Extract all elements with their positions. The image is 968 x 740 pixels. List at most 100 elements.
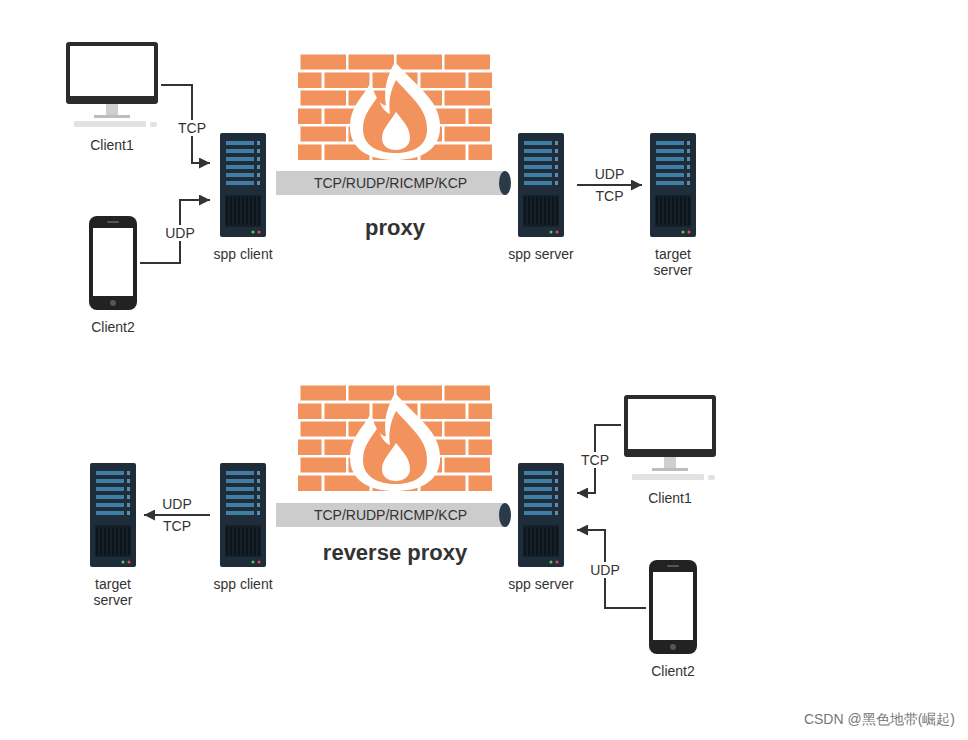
- phone-button: [110, 300, 116, 306]
- server-slot: [656, 149, 684, 153]
- server-led: [127, 503, 130, 507]
- server-slot: [524, 511, 552, 515]
- monitor-base: [94, 115, 130, 118]
- server-slot: [96, 511, 124, 515]
- vent-line: [536, 197, 538, 225]
- server-led: [257, 487, 260, 491]
- server-led: [555, 503, 558, 507]
- status-light: [688, 231, 691, 234]
- server-slot: [226, 471, 254, 475]
- vent-line: [238, 527, 240, 555]
- status-light: [252, 561, 255, 564]
- vent-line: [548, 197, 550, 225]
- server-vent: [225, 195, 261, 227]
- vent-line: [234, 527, 236, 555]
- node-label: spp server: [508, 246, 573, 262]
- node-label: Client1: [90, 137, 134, 153]
- mouse: [150, 122, 157, 127]
- server-slot: [96, 487, 124, 491]
- client-monitor-icon: [624, 395, 716, 481]
- server-led: [127, 471, 130, 475]
- server-slot: [524, 503, 552, 507]
- server-slot: [524, 471, 552, 475]
- server-led: [127, 511, 130, 515]
- vent-line: [230, 527, 232, 555]
- server-slot: [226, 173, 254, 177]
- vent-line: [680, 197, 682, 225]
- server-slot: [226, 149, 254, 153]
- monitor-stand: [106, 104, 118, 115]
- monitor-stand: [664, 457, 676, 468]
- diagram-title: proxy: [365, 215, 425, 241]
- server-body: [220, 463, 266, 567]
- diagram-title: reverse proxy: [323, 540, 467, 566]
- vent-line: [254, 527, 256, 555]
- server-slot: [524, 487, 552, 491]
- monitor-base: [652, 468, 688, 471]
- server-led: [555, 487, 558, 491]
- vent-line: [540, 527, 542, 555]
- monitor-screen: [628, 399, 712, 449]
- server-led: [555, 479, 558, 483]
- server-rack: spp server: [505, 133, 577, 262]
- keyboard: [74, 121, 146, 127]
- server-rack-icon: [518, 463, 564, 567]
- server-slot: [226, 479, 254, 483]
- server-led: [687, 157, 690, 161]
- node-label: target server: [645, 246, 701, 278]
- client-phone-icon: [649, 560, 697, 654]
- server-rack-icon: [518, 133, 564, 237]
- node-label: target server: [85, 576, 141, 608]
- protocol-label: TCP: [579, 452, 611, 468]
- server-led: [257, 141, 260, 145]
- vent-line: [668, 197, 670, 225]
- server-slot: [524, 141, 552, 145]
- phone-body: [649, 560, 697, 654]
- vent-line: [112, 527, 114, 555]
- firewall-top: [298, 52, 492, 160]
- server-rack: target server: [82, 463, 144, 608]
- server-body: [220, 133, 266, 237]
- server-led: [127, 479, 130, 483]
- protocol-label: UDP: [588, 562, 622, 578]
- server-rack-icon: [90, 463, 136, 567]
- vent-line: [234, 197, 236, 225]
- client-monitor-icon: [66, 42, 158, 128]
- server-slot: [96, 471, 124, 475]
- server-slot: [656, 141, 684, 145]
- server-led: [687, 173, 690, 177]
- phone-speaker: [667, 565, 679, 567]
- connector-arrow: [140, 200, 210, 263]
- phone-button: [670, 644, 676, 650]
- connector-arrow: [144, 514, 210, 516]
- server-slot: [524, 479, 552, 483]
- server-vent: [523, 195, 559, 227]
- server-led: [257, 149, 260, 153]
- vent-line: [226, 527, 228, 555]
- vent-line: [96, 527, 98, 555]
- vent-line: [656, 197, 658, 225]
- status-light: [682, 231, 685, 234]
- server-rack: spp client: [210, 463, 276, 592]
- status-light: [128, 561, 131, 564]
- tunnel-pipe: [276, 503, 505, 527]
- vent-line: [226, 197, 228, 225]
- server-led: [257, 157, 260, 161]
- tunnel-pipe: [276, 171, 505, 195]
- vent-line: [524, 527, 526, 555]
- server-rack-icon: [650, 133, 696, 237]
- server-led: [257, 511, 260, 515]
- server-led: [257, 173, 260, 177]
- vent-line: [556, 527, 558, 555]
- status-light: [258, 231, 261, 234]
- vent-line: [664, 197, 666, 225]
- monitor-frame: [66, 42, 158, 104]
- server-led: [257, 503, 260, 507]
- vent-line: [258, 197, 260, 225]
- server-led: [555, 165, 558, 169]
- client-monitor: Client1: [621, 395, 719, 506]
- mouse: [708, 475, 715, 480]
- node-label: spp server: [508, 576, 573, 592]
- pipe-end: [499, 171, 511, 195]
